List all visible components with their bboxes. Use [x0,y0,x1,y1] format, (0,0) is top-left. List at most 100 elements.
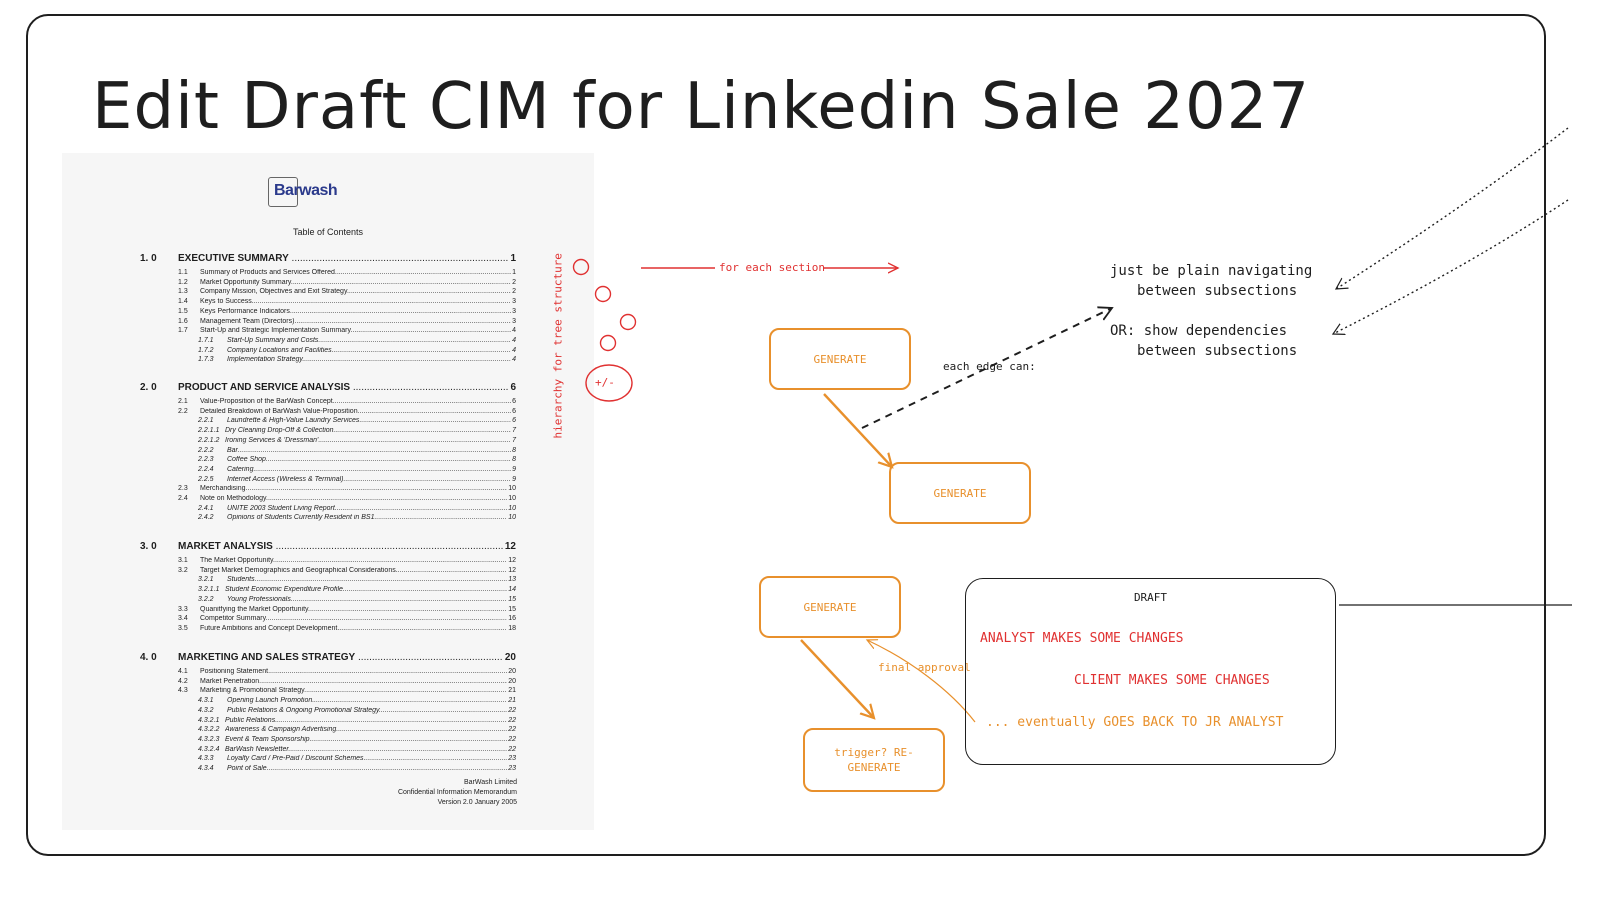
toc-item-title: Point of Sale...........................… [227,765,516,772]
toc-item-title: Bar.....................................… [227,446,516,454]
toc-item-title: Quanitfying the Market Opportunity......… [200,605,516,613]
toc-item[interactable]: 4.3.2.1 Public Relations.................… [198,716,516,726]
toc-item[interactable]: 3.2.1.1 Student Economic Expenditure Prof… [198,586,516,595]
toc-item-title: Opinions of Students Currently Resident … [227,514,516,522]
back-to-analyst-text: ... eventually GOES BACK TO JR ANALYST [986,715,1284,730]
toc-section-title: MARKETING AND SALES STRATEGY ...........… [178,652,516,663]
dotted-arrow-option-2 [1333,199,1569,334]
toc-item-page: 6 [511,407,516,415]
toc-item-page: 15 [507,595,516,603]
toc-item-page: 15 [507,605,516,613]
toc-item-title: Coffee Shop.............................… [227,456,516,464]
regenerate-box[interactable]: trigger? RE- GENERATE [803,728,945,792]
toc-item-number: 4.3.2.2 [198,726,220,734]
generate-box-child[interactable]: GENERATE [889,462,1031,524]
tree-node-circle [572,258,590,276]
toc-item-number: 2.2.5 [198,475,214,483]
toc-item-number: 2.1 [178,398,188,405]
toc-item-title: Future Ambitions and Concept Development… [200,624,516,632]
toc-item-number: 1.1 [178,269,188,276]
generate-box-parent[interactable]: GENERATE [769,328,911,390]
toc-item-number: 4.3.2 [198,706,214,714]
toc-item-page: 10 [507,485,516,493]
toc-item-title: Opening Launch Promotion................… [227,697,516,705]
toc-item-page: 3 [511,307,516,315]
toc-item-title: Dry Cleaning Drop-Off & Collection......… [225,427,516,435]
toc-item-number: 4.3.2.3 [198,735,220,743]
toc-item-number: 2.2.3 [198,456,214,464]
toc-item-number: 3.2.1.1 [198,586,220,594]
toc-item-number: 1.3 [178,288,188,296]
logo-frame [268,177,298,207]
toc-section-number: 2. 0 [140,382,157,393]
generate-box-final[interactable]: GENERATE [759,576,901,638]
toc-item-number: 4.2 [178,677,188,685]
toc-item-number: 1.7 [178,327,188,335]
toc-item-title: Public Relations........................… [225,716,516,724]
toc-item-page: 10 [507,514,516,522]
toc-item[interactable]: 4.3.4 Point of Sale......................… [198,765,516,774]
toc-section-title: PRODUCT AND SERVICE ANALYSIS ...........… [178,382,516,393]
toc-item-title: Student Economic Expenditure Profile....… [225,586,516,594]
logo-text: Barwash [274,182,338,199]
toc-item-title: Note on Methodology.....................… [200,495,516,502]
toc-item-title: Management Team (Directors).............… [200,317,516,325]
final-approval-arrow [867,640,976,723]
toc-section-number: 1. 0 [140,253,157,264]
toc-item-page: 21 [507,697,516,705]
toc-item-page: 1 [511,269,516,276]
toc-section[interactable]: 2. 0 PRODUCT AND SERVICE ANALYSIS .......… [140,382,516,394]
toc-item-page: 20 [507,677,516,685]
toc-item[interactable]: 2.2.3 Coffee Shop........................… [198,456,516,465]
doc-footer-title: Confidential Information Memorandum [397,789,517,796]
canvas-frame [26,14,1546,856]
toc-item-page: 4 [511,346,516,354]
toc-item-page: 7 [511,436,516,444]
toc-item-number: 4.3.2.1 [198,716,220,724]
page-title: Edit Draft CIM for Linkedin Sale 2027 [92,70,1311,144]
toc-item-page: 8 [511,446,516,454]
toc-item-number: 4.3.4 [198,765,214,772]
